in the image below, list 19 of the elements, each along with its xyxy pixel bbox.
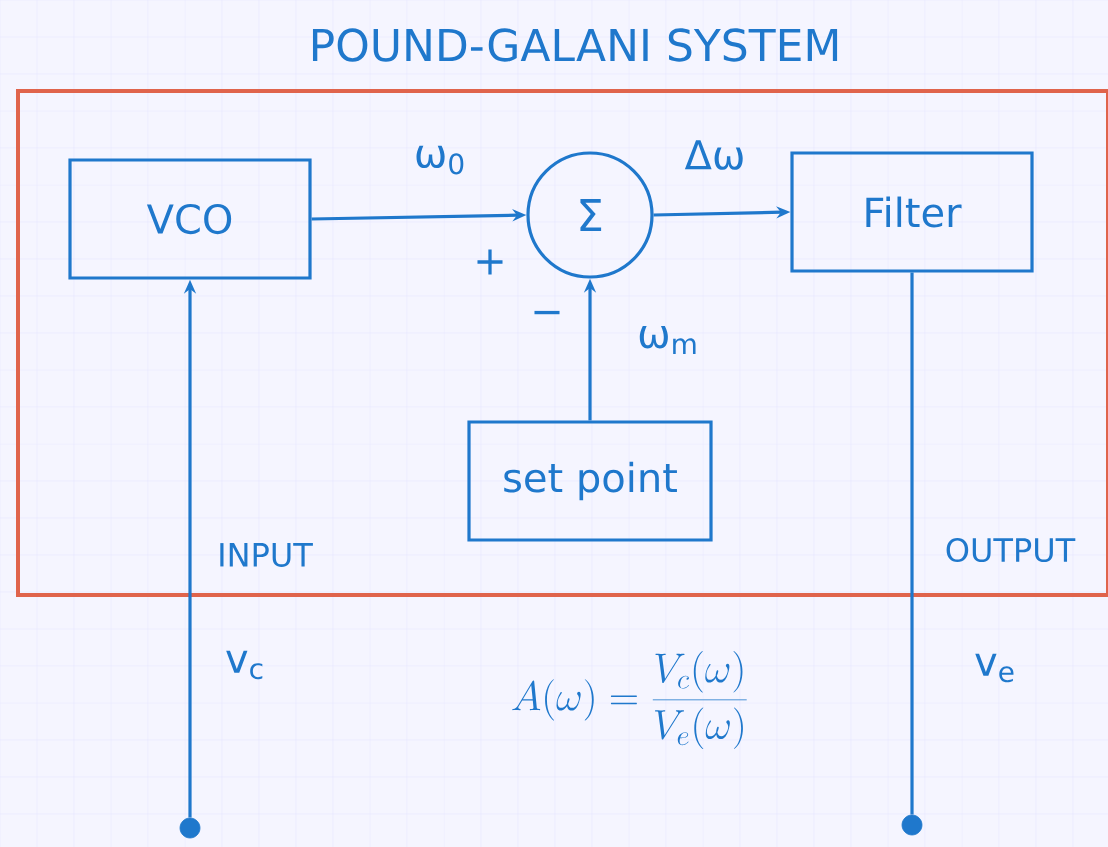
process-box: Filter — [790, 151, 1034, 273]
edge-label: Δω — [684, 140, 743, 170]
summing-junction: Σ — [526, 151, 654, 279]
edge-label: ω$_{0}$ — [416, 145, 464, 175]
sign-label: + — [477, 249, 503, 275]
title: POUND-GALANI SYSTEM — [312, 28, 838, 62]
process-box: VCO — [68, 158, 312, 280]
signal-label: v$_{e}$ — [975, 653, 1014, 683]
signal-label: OUTPUT — [946, 537, 1076, 563]
connector-line — [910, 272, 914, 815]
process-box: set point — [467, 420, 713, 542]
terminal-dot — [901, 814, 923, 836]
system-frame — [16, 89, 1108, 597]
signal-label: v$_{c}$ — [226, 650, 263, 680]
signal-label: INPUT — [220, 543, 313, 567]
edge-label: ω$_{m}$ — [639, 325, 696, 355]
formula: $A(\omega) = \frac{V_c(\omega)}{V_e(\omega)}$ — [512, 651, 747, 749]
terminal-dot — [179, 817, 201, 839]
sign-label: − — [534, 310, 560, 315]
